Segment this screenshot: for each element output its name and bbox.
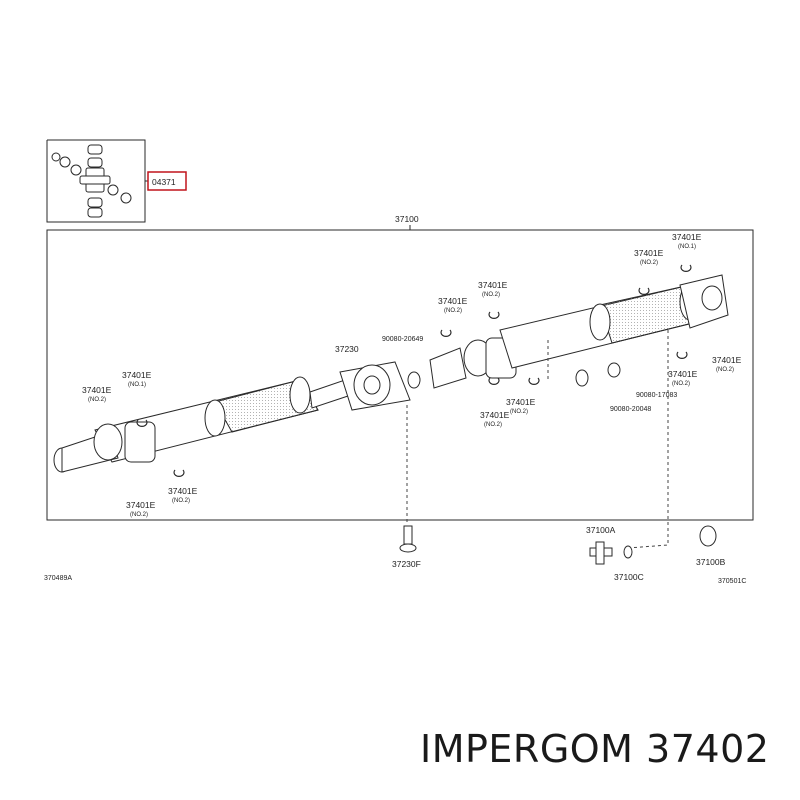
label-sub-text: (NO.1) xyxy=(128,382,146,388)
assembly-label: 37100 xyxy=(395,214,419,224)
center-bolt xyxy=(399,525,417,553)
label-center-bearing: 37230 xyxy=(335,344,359,354)
label-flange-washer: 37100C xyxy=(614,572,644,582)
label-sub-text: (NO.2) xyxy=(172,498,190,504)
label-sub-text: (NO.2) xyxy=(444,308,462,314)
label-spider-top-a: 37401E xyxy=(122,370,152,380)
label-sub-text: (NO.2) xyxy=(130,512,148,518)
label-sub-text: (NO.2) xyxy=(510,409,528,415)
label-sub-text: (NO.2) xyxy=(672,381,690,387)
label-mid-snap-a: 37401E xyxy=(438,296,468,306)
label-spider-low-a: 37401E xyxy=(168,486,198,496)
label-right-snap-b: 37401E xyxy=(634,248,664,258)
label-sub-text: (NO.2) xyxy=(482,292,500,298)
inset-box: 04371 xyxy=(46,139,187,223)
label-spider-top-b: 37401E xyxy=(82,385,112,395)
label-right-snap-c: 37401E xyxy=(668,369,698,379)
label-right-snap-a: 37401E xyxy=(672,232,702,242)
inset-part-highlight xyxy=(147,171,187,191)
washers xyxy=(575,362,621,387)
label-mid-snap-c: 37401E xyxy=(506,397,536,407)
label-bolt-center: 37230F xyxy=(392,559,421,569)
label-sub-text: (NO.2) xyxy=(640,260,658,266)
label-nut-mid: 90080-20649 xyxy=(382,336,423,343)
label-right-snap-d: 37401E xyxy=(712,355,742,365)
inset-part-label: 04371 xyxy=(152,177,176,187)
snap-rings xyxy=(136,264,692,477)
label-flange-bolt: 37100A xyxy=(586,525,616,535)
brand-part-caption: IMPERGOM 37402 xyxy=(420,727,770,771)
label-ref-right: 370501C xyxy=(718,578,746,585)
assembly-frame xyxy=(46,229,754,521)
label-sub-text: (NO.2) xyxy=(88,397,106,403)
label-sub-text: (NO.1) xyxy=(678,244,696,250)
label-flange-nut: 37100B xyxy=(696,557,726,567)
label-nut-right: 90080-20048 xyxy=(610,406,651,413)
label-mid-snap-b: 37401E xyxy=(478,280,508,290)
front-shaft xyxy=(429,274,729,389)
label-mid-snap-d: 37401E xyxy=(480,410,510,420)
rear-shaft xyxy=(53,376,349,473)
center-bearing xyxy=(339,361,421,411)
label-sub-text: (NO.2) xyxy=(716,367,734,373)
universal-joint-kit xyxy=(51,144,132,218)
label-ref-left: 370489A xyxy=(44,575,72,582)
flange-hardware xyxy=(589,525,717,565)
label-spider-low-b: 37401E xyxy=(126,500,156,510)
label-washer-right: 90080-17083 xyxy=(636,392,677,399)
part-labels: 37401E (NO.1) 37401E (NO.2) 37401E (NO.2… xyxy=(44,232,746,585)
label-sub-text: (NO.2) xyxy=(484,422,502,428)
leader-lines xyxy=(406,330,669,549)
